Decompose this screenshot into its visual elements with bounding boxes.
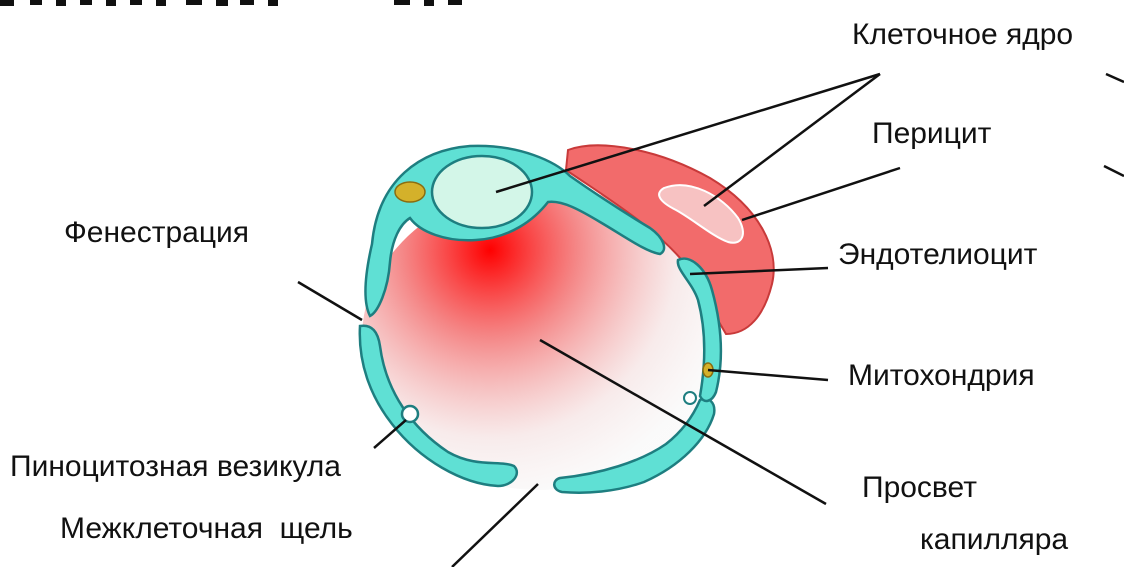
label-lumen-line1: Просвет <box>862 471 977 504</box>
label-intercellular-cleft: Межклеточная щель <box>60 512 353 545</box>
label-endothelial-cell: Эндотелиоцит <box>838 238 1038 271</box>
label-nucleus: Клеточное ядро <box>852 18 1073 51</box>
leader-pericyte <box>742 168 900 220</box>
leader-pericyte-right <box>1104 166 1124 176</box>
label-fenestration: Фенестрация <box>64 216 249 249</box>
mitochondrion-left <box>395 182 425 202</box>
label-pinocytotic-vesicle: Пиноцитозная везикула <box>10 450 341 483</box>
leader-nucleus-2 <box>704 74 880 206</box>
leader-cleft <box>452 484 538 567</box>
leader-fenestration <box>298 282 362 320</box>
cropped-title-fragment <box>0 0 462 6</box>
leader-mitochondrion <box>708 370 828 380</box>
label-mitochondrion: Митохондрия <box>848 359 1035 392</box>
leader-nucleus-right <box>1106 74 1124 82</box>
pinocytotic-vesicle <box>402 406 418 422</box>
vesicle-right <box>684 392 696 404</box>
endothelial-nucleus <box>432 156 532 228</box>
label-lumen-line2: капилляра <box>920 523 1068 556</box>
label-pericyte: Перицит <box>872 117 992 150</box>
